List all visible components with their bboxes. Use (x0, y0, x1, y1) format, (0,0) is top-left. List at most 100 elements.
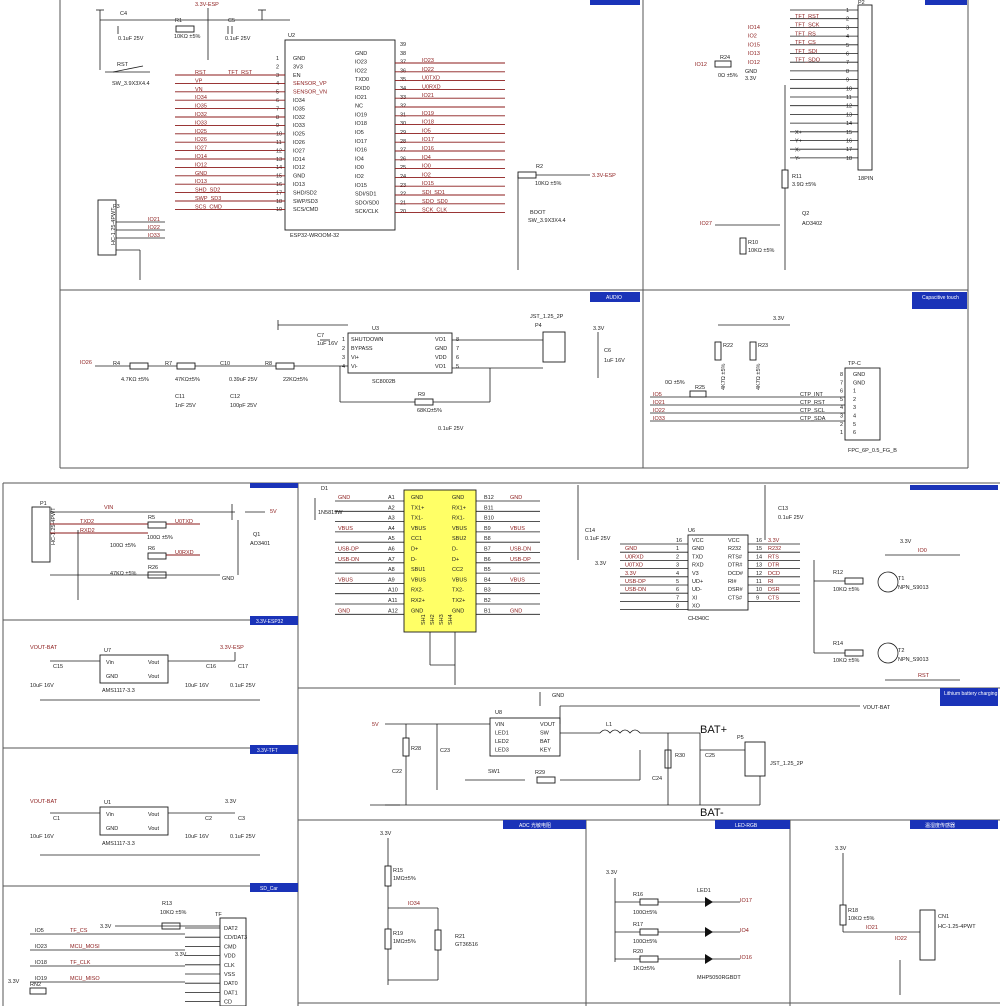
sd-pin-name: DAT2 (224, 926, 238, 932)
svg-text:3.3V: 3.3V (773, 316, 785, 322)
svg-text:BAT-: BAT- (700, 807, 724, 819)
esp32-right-net: IO21 (422, 93, 434, 99)
svg-text:U6: U6 (688, 528, 695, 534)
esp32-pin-name: GND (355, 51, 367, 57)
svg-text:IO17: IO17 (740, 898, 752, 904)
usbc-pin-name: VBUS (411, 577, 426, 583)
usbc-net: VBUS (510, 526, 525, 532)
usbc-net: GND (338, 608, 350, 614)
svg-text:1uF 16V: 1uF 16V (317, 341, 338, 347)
u3-pin-number: 7 (456, 346, 459, 352)
touch-net: IO21 (653, 400, 665, 406)
tft-net: TFT_CS (795, 40, 816, 46)
svg-text:IO22: IO22 (895, 936, 907, 942)
svg-text:3.3V-ESP: 3.3V-ESP (220, 645, 244, 651)
sd-pin-name: VSS (224, 972, 235, 978)
usbc-pin-name: D- (452, 547, 458, 553)
touch-pin-name: 2 (853, 397, 856, 403)
svg-text:10uF 16V: 10uF 16V (185, 834, 209, 840)
p3-net: IO22 (148, 225, 160, 231)
svg-text:4K7Ω ±5%: 4K7Ω ±5% (721, 363, 727, 390)
charger-pin-name: LED1 (495, 731, 509, 737)
svg-text:SW1: SW1 (488, 769, 500, 775)
svg-text:5V: 5V (372, 722, 379, 728)
svg-text:C14: C14 (585, 528, 595, 534)
ch340-pin-number: 11 (756, 579, 762, 585)
tft-left-net: IO12 (748, 60, 760, 66)
ch340-pin-number: 12 (756, 571, 762, 577)
tft-rst-net: TFT_RST (228, 70, 253, 76)
tft-net: TFT_RST (795, 14, 820, 20)
esp32-pin-name: IO13 (293, 182, 305, 188)
ch340-pin-name: TXD (692, 554, 703, 560)
p1-connector (31, 506, 51, 563)
ch340-pin-name: VCC (692, 538, 704, 544)
svg-text:0.1uF 25V: 0.1uF 25V (225, 36, 251, 42)
svg-text:IO0: IO0 (918, 548, 927, 554)
esp32-left-net: SHD_SD2 (195, 188, 220, 194)
svg-text:18PIN: 18PIN (858, 176, 873, 182)
esp32-pin-number: 14 (276, 165, 282, 171)
svg-text:GND: GND (106, 826, 118, 832)
tft-pin-number: 18 (846, 156, 852, 162)
svg-text:P5: P5 (737, 735, 744, 741)
tft-pin-number: 16 (846, 139, 852, 145)
esp32-pin-number: 3 (276, 73, 279, 79)
svg-text:3.3V: 3.3V (900, 539, 912, 545)
tft-left-net: IO13 (748, 51, 760, 57)
esp32-pin-name: IO0 (355, 165, 364, 171)
ch340-net: R232 (768, 546, 781, 552)
svg-text:3.3V: 3.3V (835, 846, 847, 852)
usbc-pin-name: D- (411, 557, 417, 563)
esp32-pin-name: EN (293, 73, 301, 79)
esp32-right-net: SDO_SD0 (422, 199, 448, 205)
esp32-left-nets: RSTVPVNIO34IO35IO32IO33IO25IO26IO27IO14I… (175, 70, 285, 210)
tf-socket (219, 917, 247, 1006)
touch-pin-name: 3 (853, 405, 856, 411)
tft-pin-number: 2 (846, 17, 849, 23)
tft-xy-net: Y+ (795, 139, 802, 145)
charger-pin-name: BAT (540, 739, 551, 745)
ch340-net: U0RXD (625, 554, 644, 560)
svg-text:0Ω ±5%: 0Ω ±5% (718, 73, 738, 79)
svg-text:R1: R1 (175, 18, 182, 24)
esp32-pin-name: IO35 (293, 106, 305, 112)
svg-text:100Ω ±5%: 100Ω ±5% (147, 535, 173, 541)
usbc-pin-name: RX2- (411, 588, 424, 594)
svg-text:3.3V: 3.3V (606, 870, 618, 876)
usbc-pin-number: B2 (484, 598, 491, 604)
svg-text:TF: TF (215, 912, 222, 918)
svg-text:100pF 25V: 100pF 25V (230, 403, 257, 409)
esp32-pin-number: 12 (276, 148, 282, 154)
p3-net: IO33 (148, 233, 160, 239)
svg-text:D1: D1 (321, 486, 328, 492)
svg-text:NPN_S9013: NPN_S9013 (898, 585, 929, 591)
usbc-pin-name: GND (411, 495, 423, 501)
touch-signal: CTP_INT (800, 392, 824, 398)
u3-pin-number: 3 (342, 355, 345, 361)
svg-text:R8: R8 (265, 361, 272, 367)
esp32-pin-number: 18 (276, 199, 282, 205)
svg-text:100Ω ±5%: 100Ω ±5% (110, 543, 136, 549)
touch-pin-number: 3 (840, 414, 843, 420)
u3-pin-name: GND (435, 346, 447, 352)
svg-text:HC-1.25-4PWT: HC-1.25-4PWT (51, 507, 57, 545)
esp32-pin-name: IO18 (355, 121, 367, 127)
ch340-pin-number: 5 (676, 579, 679, 585)
svg-text:1KΩ±5%: 1KΩ±5% (633, 966, 655, 972)
svg-text:VOUT-BAT: VOUT-BAT (30, 645, 58, 651)
touch-net: IO5 (653, 392, 662, 398)
esp32-left-net: IO13 (195, 179, 207, 185)
svg-text:C23: C23 (440, 748, 450, 754)
usbc-net: GND (510, 608, 522, 614)
svg-text:0.1uF 25V: 0.1uF 25V (438, 426, 464, 432)
charger-pin-name: VOUT (540, 722, 556, 728)
charger-ic (489, 717, 561, 757)
esp32-pin-name: SDO/SD0 (355, 200, 379, 206)
sd-net: MCU_MISO (70, 976, 100, 982)
ch340-net: CTS (768, 595, 779, 601)
p1-net: TXD2 (80, 519, 94, 525)
sd-title: SD_Car (260, 886, 278, 892)
esp32-pin-name: RXD0 (355, 86, 370, 92)
